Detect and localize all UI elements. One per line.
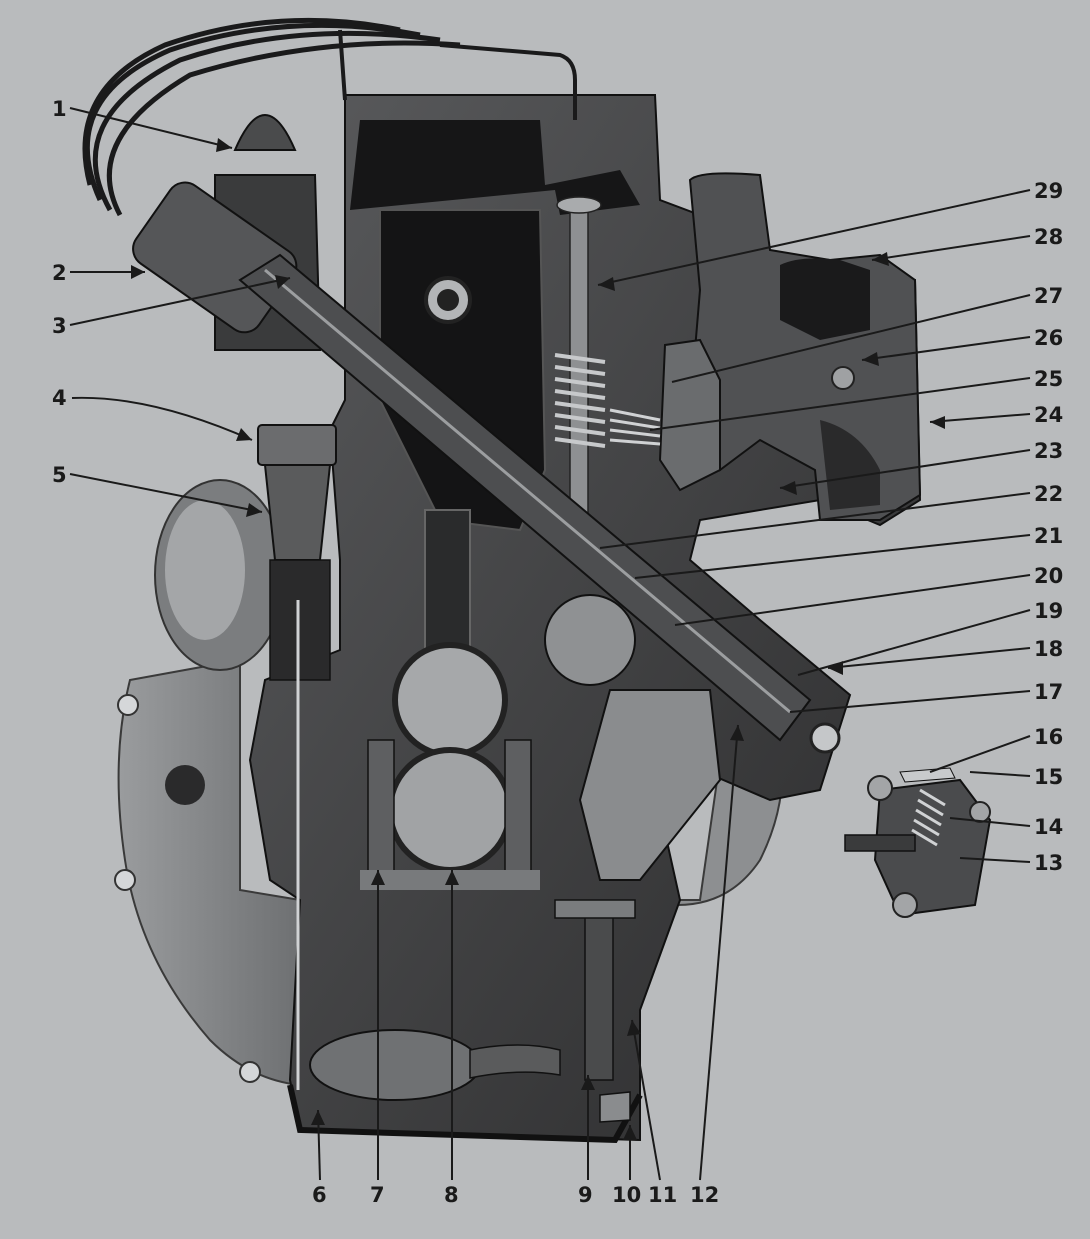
callout-26: 26: [1034, 326, 1063, 350]
callout-21: 21: [1034, 524, 1063, 548]
callout-11: 11: [648, 1183, 677, 1207]
callout-20: 20: [1034, 564, 1063, 588]
callout-19: 19: [1034, 599, 1063, 623]
callout-5: 5: [52, 463, 67, 487]
callout-29: 29: [1034, 179, 1063, 203]
callout-4: 4: [52, 386, 67, 410]
bell-housing: [117, 658, 301, 1087]
housing-hole: [165, 765, 205, 805]
callout-8: 8: [444, 1183, 459, 1207]
oil-dipstick-tube: [269, 559, 331, 681]
valve-stem: [569, 204, 589, 526]
water-jacket: [350, 120, 640, 215]
fuel-line: [338, 29, 577, 120]
coil-top: [233, 114, 297, 151]
crank-bearing-lower: [387, 747, 513, 873]
relief-valve-detail: [844, 767, 992, 918]
oil-pump-body: [578, 689, 722, 881]
oil-filler-tube: [263, 464, 332, 561]
callout-18: 18: [1034, 637, 1063, 661]
oil-float: [309, 1029, 481, 1101]
callout-7: 7: [370, 1183, 385, 1207]
callout-9: 9: [578, 1183, 593, 1207]
oil-pickup-flange: [554, 899, 636, 919]
heat-riser: [820, 420, 880, 510]
callout-17: 17: [1034, 680, 1063, 704]
fuel-pump-body: [658, 338, 721, 492]
intake-manifold: [688, 172, 922, 521]
housing-bolt: [114, 869, 136, 891]
callout-27: 27: [1034, 284, 1063, 308]
callout-2: 2: [52, 261, 67, 285]
distributor-shaft-highlight: [264, 268, 791, 714]
oil-filler-cap: [257, 424, 337, 466]
callout-25: 25: [1034, 367, 1063, 391]
callout-28: 28: [1034, 225, 1063, 249]
callout-3: 3: [52, 314, 67, 338]
heat-valve: [831, 366, 855, 390]
callout-12: 12: [690, 1183, 719, 1207]
bearing-cap-bolt: [504, 739, 532, 881]
housing-bolt: [239, 1061, 261, 1083]
callout-1: 1: [52, 97, 67, 121]
oil-pump-idler: [809, 722, 841, 754]
callout-10: 10: [612, 1183, 641, 1207]
callout-arrowheads: [131, 138, 945, 1140]
valve-head: [556, 196, 602, 214]
ignition-wires: [82, 17, 461, 217]
callout-labels: 1 2 3 4 5 6 7 8 9 10 11 12 13 14 15 16 1…: [52, 97, 1063, 1207]
callout-23: 23: [1034, 439, 1063, 463]
camshaft-gear: [544, 594, 636, 686]
housing-bolt: [117, 694, 139, 716]
bearing-cap-bolt: [367, 739, 395, 881]
callout-24: 24: [1034, 403, 1063, 427]
oil-float-pipe: [469, 1044, 561, 1079]
valve-spring: [554, 353, 606, 448]
callout-14: 14: [1034, 815, 1063, 839]
callout-22: 22: [1034, 482, 1063, 506]
generator-end: [165, 500, 245, 640]
callout-6: 6: [312, 1183, 327, 1207]
manifold-port: [780, 258, 870, 340]
fuel-pump-spring: [609, 408, 661, 446]
crank-bearing-upper: [392, 642, 508, 758]
drain-plug: [599, 1091, 631, 1123]
distributor-shaft: [238, 253, 812, 742]
crankcase-oil-port-inner: [437, 289, 459, 311]
oil-pump-pickup-pipe: [584, 909, 614, 1081]
callout-15: 15: [1034, 765, 1063, 789]
callout-13: 13: [1034, 851, 1063, 875]
callout-16: 16: [1034, 725, 1063, 749]
